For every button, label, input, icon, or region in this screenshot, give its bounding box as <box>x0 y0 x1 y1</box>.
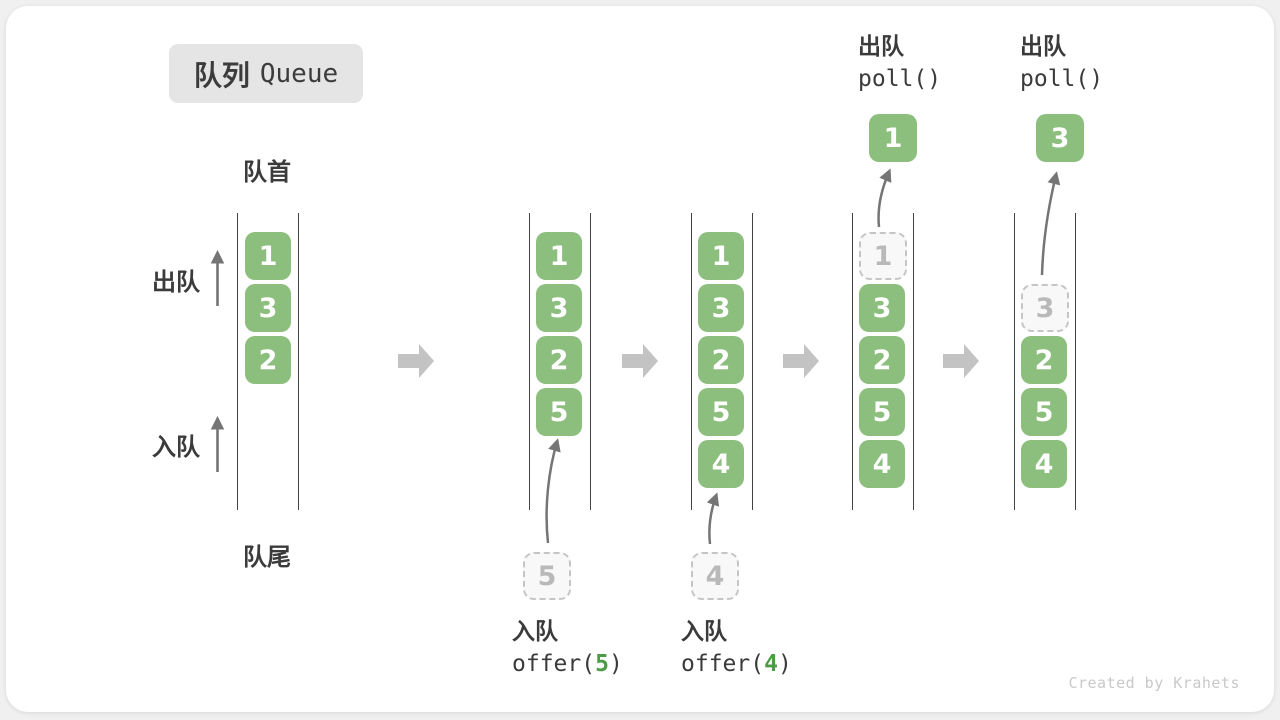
queue-cell: 1 <box>859 232 907 280</box>
label-queue-front: 队首 <box>243 159 291 186</box>
label-enqueue-left: 入队 <box>152 434 200 461</box>
queue-cell: 5 <box>1021 388 1067 436</box>
queue-cell: 5 <box>859 388 905 436</box>
queue-cell: 3 <box>859 284 905 332</box>
queue-cell: 2 <box>1021 336 1067 384</box>
dequeue-op-2-label: 出队 <box>1020 33 1066 59</box>
dequeue-op-2-code: poll() <box>1020 66 1104 92</box>
queue-cell: 1 <box>698 232 744 280</box>
dequeue-op-1-code: poll() <box>858 66 942 92</box>
queue-cell: 2 <box>245 336 291 384</box>
queue-cell: 2 <box>698 336 744 384</box>
queue-walls-4 <box>852 213 914 510</box>
diagram-card <box>6 6 1274 712</box>
enqueue-op-2-code: offer(4) <box>681 651 792 677</box>
queue-cell: 1 <box>245 232 291 280</box>
title-box: 队列 Queue <box>169 44 363 103</box>
queue-cell: 4 <box>698 440 744 488</box>
queue-walls-2 <box>529 213 591 510</box>
dequeued-value-1: 1 <box>869 114 917 162</box>
queue-cell: 3 <box>1021 284 1069 332</box>
queue-cell: 2 <box>536 336 582 384</box>
label-queue-rear: 队尾 <box>243 544 291 571</box>
enqueue-op-2-label: 入队 <box>681 618 727 644</box>
enqueue-op-1: 入队 offer(5) <box>512 615 623 681</box>
watermark: Created by Krahets <box>1068 674 1240 692</box>
title-english: Queue <box>259 58 339 89</box>
enqueue-op-2: 入队 offer(4) <box>681 615 792 681</box>
queue-cell: 3 <box>698 284 744 332</box>
queue-cell: 3 <box>245 284 291 332</box>
dequeued-value-3: 3 <box>1036 114 1084 162</box>
enqueue-op-1-label: 入队 <box>512 618 558 644</box>
ghost-enqueue-value-4: 4 <box>691 552 739 600</box>
queue-cell: 2 <box>859 336 905 384</box>
enqueue-op-1-code: offer(5) <box>512 651 623 677</box>
queue-cell: 5 <box>698 388 744 436</box>
dequeue-op-2: 出队 poll() <box>1020 30 1103 96</box>
queue-walls-5 <box>1014 213 1076 510</box>
label-dequeue-left: 出队 <box>152 269 200 296</box>
dequeue-op-1: 出队 poll() <box>858 30 941 96</box>
queue-cell: 1 <box>536 232 582 280</box>
queue-cell: 3 <box>536 284 582 332</box>
dequeue-op-1-label: 出队 <box>858 33 904 59</box>
title-chinese: 队列 <box>193 59 250 91</box>
queue-cell: 5 <box>536 388 582 436</box>
queue-cell: 4 <box>1021 440 1067 488</box>
queue-walls-1 <box>237 213 299 510</box>
queue-cell: 4 <box>859 440 905 488</box>
ghost-enqueue-value-5: 5 <box>523 552 571 600</box>
queue-walls-3 <box>691 213 753 510</box>
